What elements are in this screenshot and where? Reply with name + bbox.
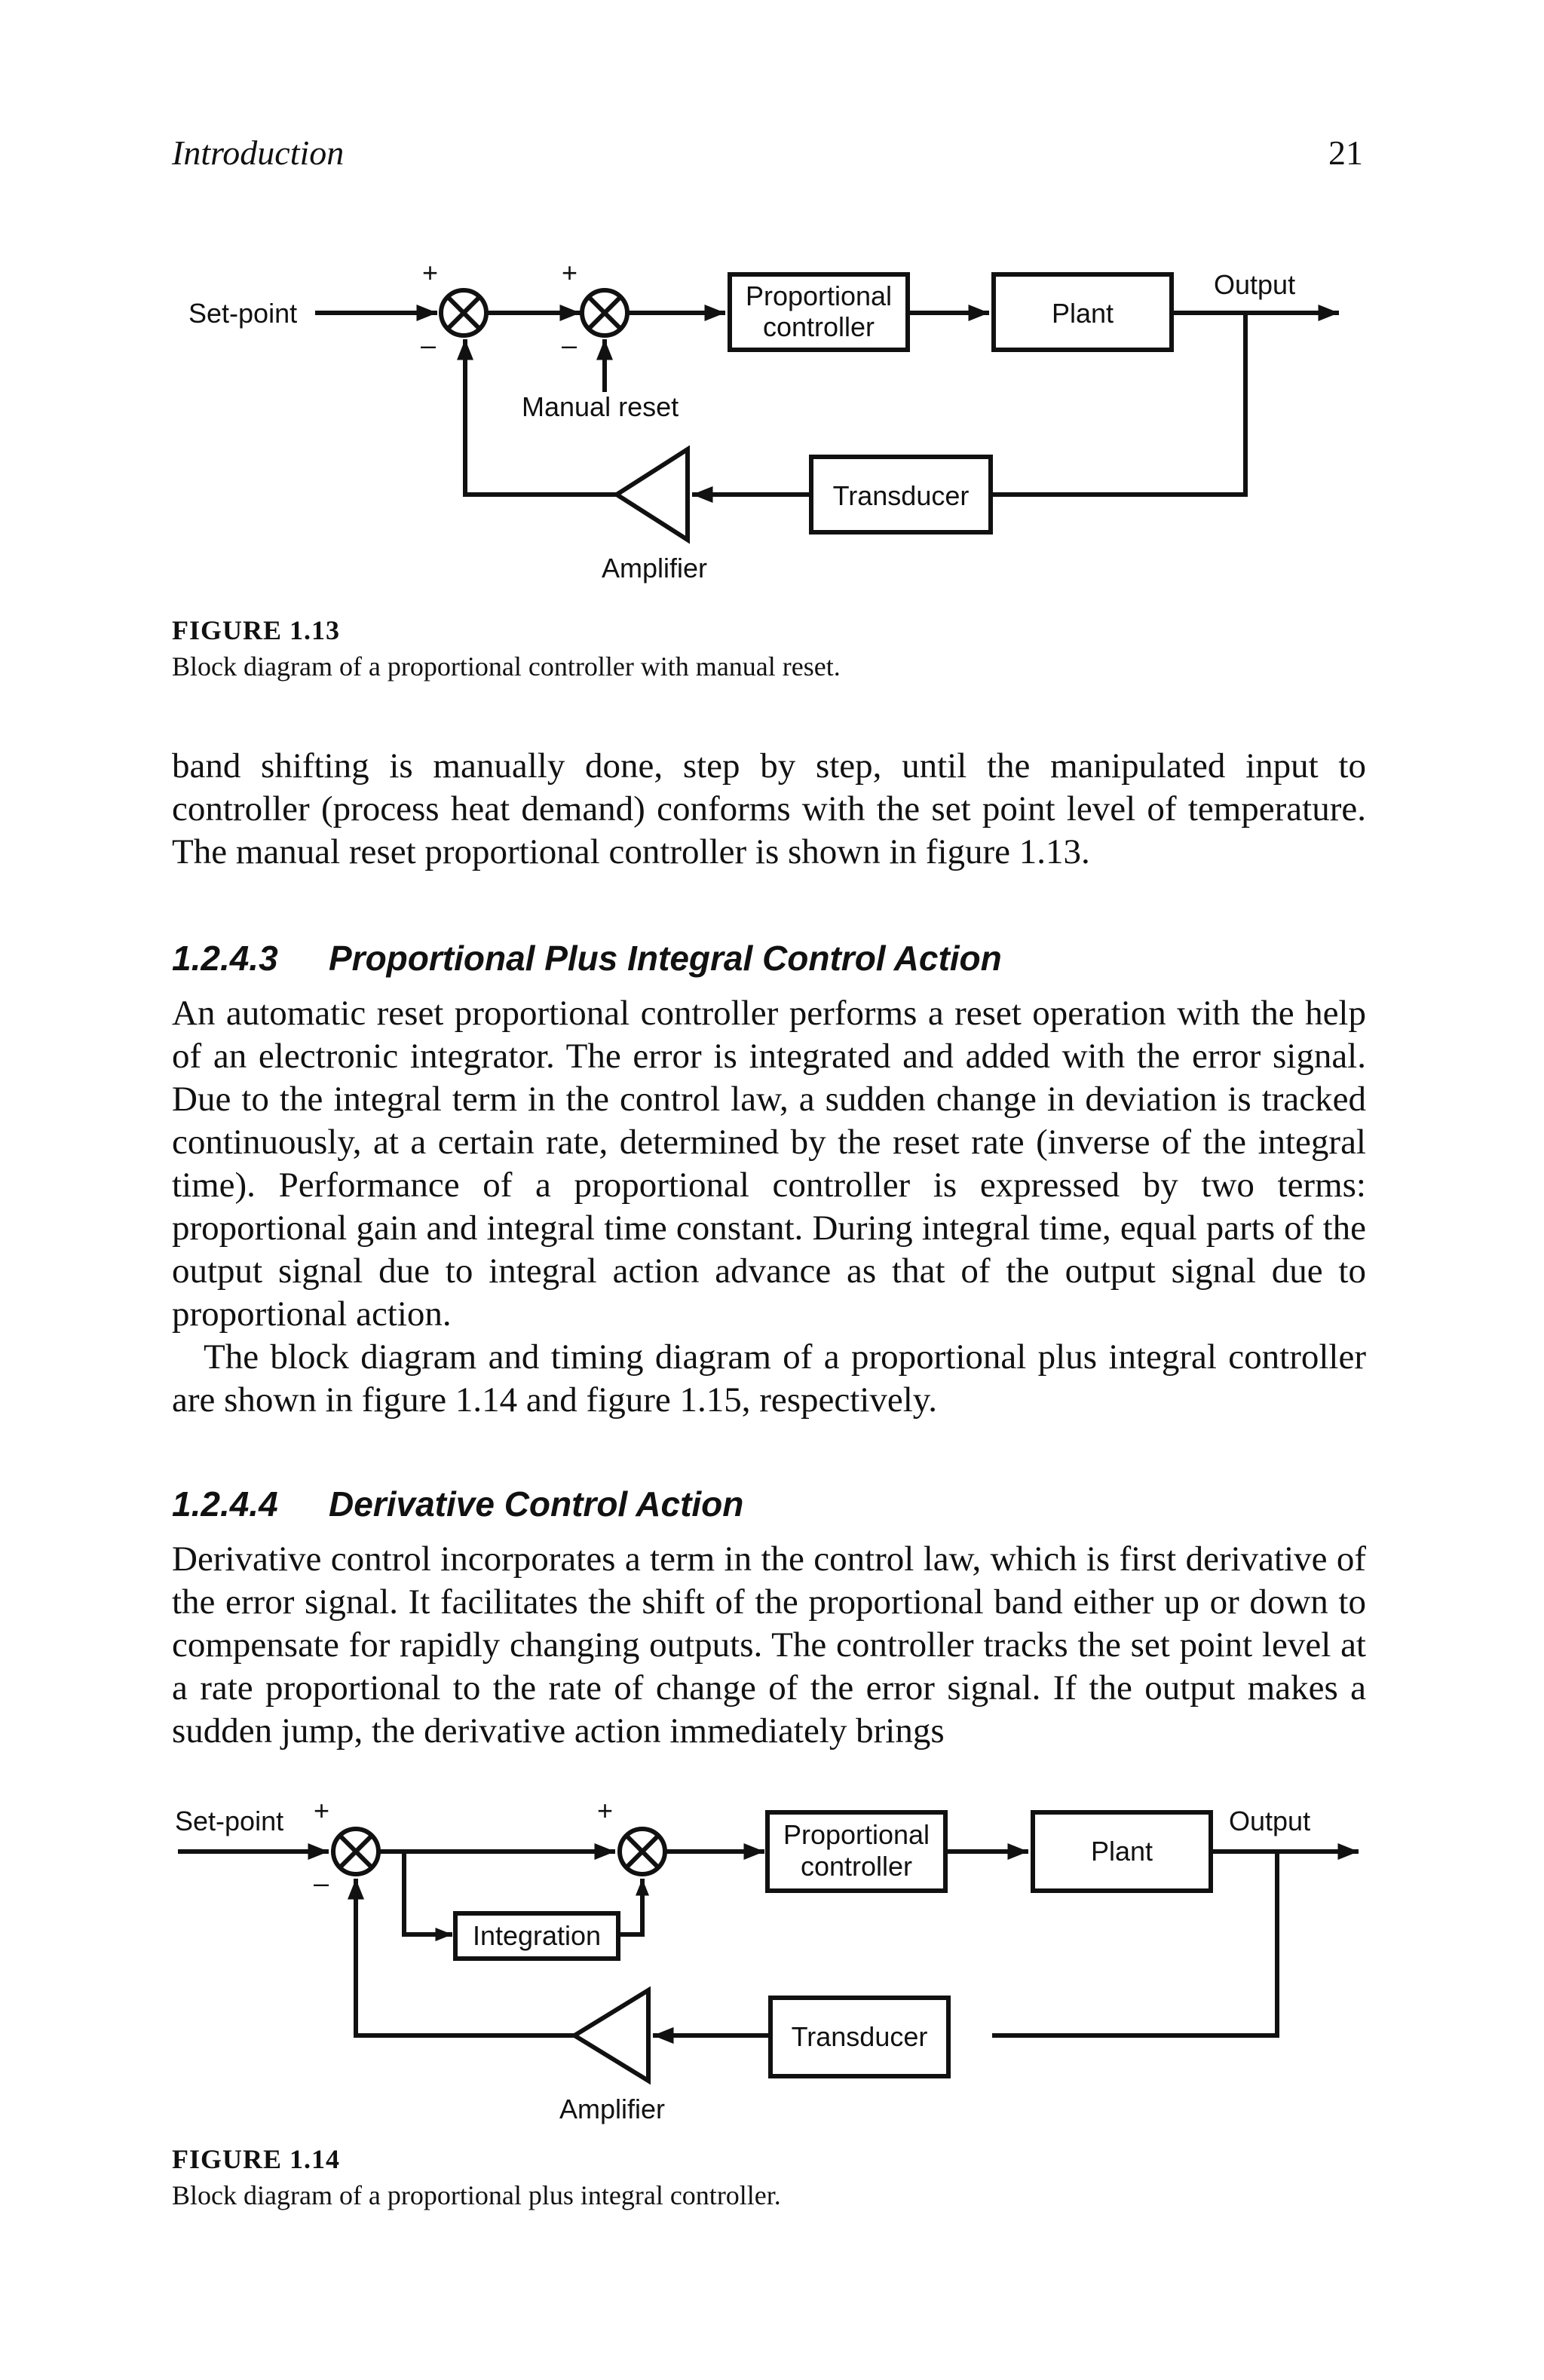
section-title: Derivative Control Action [329, 1484, 744, 1524]
fig14-transducer-label: Transducer [792, 2021, 928, 2052]
fig13-transducer-label: Transducer [833, 480, 970, 511]
paragraph-2: An automatic reset proportional controll… [172, 994, 1366, 1334]
fig13-minus-1: – [421, 329, 436, 360]
section-heading-1-2-4-4: 1.2.4.4 Derivative Control Action [172, 1484, 743, 1524]
figure-1-14-caption-label: FIGURE 1.14 [172, 2144, 341, 2174]
fig14-plus-2: + [597, 1795, 613, 1826]
fig13-output-label: Output [1214, 269, 1295, 300]
section-title: Proportional Plus Integral Control Actio… [329, 939, 1002, 978]
fig14-plus-1: + [314, 1795, 329, 1826]
figure-1-14-caption: FIGURE 1.14 Block diagram of a proportio… [172, 2141, 781, 2213]
section-heading-1-2-4-3: 1.2.4.3 Proportional Plus Integral Contro… [172, 938, 1002, 979]
figure-1-14-caption-text: Block diagram of a proportional plus int… [172, 2180, 781, 2210]
fig13-setpoint-label: Set-point [188, 298, 297, 329]
fig13-manual-reset-label: Manual reset [522, 391, 679, 422]
paragraph-1: band shifting is manually done, step by … [172, 746, 1366, 871]
fig13-prop-line2: controller [763, 311, 875, 342]
section-number: 1.2.4.4 [172, 1484, 278, 1524]
fig13-amplifier-label: Amplifier [602, 553, 707, 584]
fig13-plant-label: Plant [1052, 298, 1114, 329]
paragraph-4: Derivative control incorporates a term i… [172, 1539, 1366, 1751]
running-head: Introduction [172, 133, 345, 172]
fig14-minus-1: – [314, 1867, 329, 1898]
fig13-prop-line1: Proportional [746, 280, 892, 311]
fig14-integration-label: Integration [473, 1920, 601, 1951]
fig13-plus-1: + [422, 257, 438, 288]
fig14-plant-label: Plant [1091, 1836, 1153, 1867]
figure-1-13-diagram: Set-point + – + – Manual reset Proportio… [188, 257, 1339, 584]
amplifier-triangle [612, 445, 690, 544]
figure-1-14-diagram: Set-point + – + Integration Proportional… [175, 1795, 1359, 2124]
page-number: 21 [1328, 133, 1363, 172]
figure-1-13-caption: FIGURE 1.13 Block diagram of a proportio… [172, 612, 841, 685]
fig13-minus-2: – [562, 329, 577, 360]
fig14-setpoint-label: Set-point [175, 1806, 283, 1836]
figure-1-13-caption-text: Block diagram of a proportional controll… [172, 651, 841, 682]
fig14-prop-line1: Proportional [783, 1819, 930, 1850]
fig13-plus-2: + [562, 257, 577, 288]
amplifier-triangle [570, 1986, 651, 2085]
fig14-prop-line2: controller [801, 1851, 912, 1882]
section-number: 1.2.4.3 [172, 939, 278, 978]
figure-1-13-caption-label: FIGURE 1.13 [172, 615, 341, 645]
paragraph-3: The block diagram and timing diagram of … [172, 1337, 1366, 1420]
fig14-amplifier-label: Amplifier [559, 2094, 665, 2124]
fig14-output-label: Output [1229, 1806, 1310, 1836]
